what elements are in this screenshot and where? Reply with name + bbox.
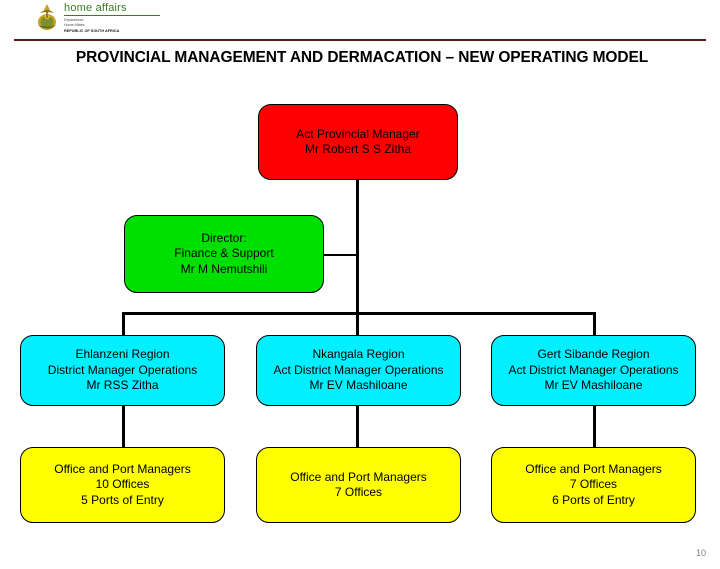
org-node-line: 7 Offices: [569, 477, 618, 492]
connector-trunk-vertical: [356, 179, 359, 314]
org-node-line: Office and Port Managers: [290, 469, 427, 484]
logo-wordmark-rule: [64, 15, 160, 16]
department-logo: home affairs Department: Home Affairs RE…: [34, 1, 204, 34]
logo-sub-line-2: Home Affairs: [64, 23, 85, 28]
header-divider-rule: [14, 39, 706, 41]
org-node-line: Act District Manager Operations: [273, 362, 444, 377]
org-node-provincial-manager[interactable]: Act Provincial Manager Mr Robert S S Zit…: [258, 104, 458, 180]
org-node-line: Mr EV Mashiloane: [544, 378, 643, 393]
page-number: 10: [695, 548, 706, 558]
connector-nkangala-to-offices: [356, 406, 359, 447]
org-node-line: Finance & Support: [174, 246, 274, 261]
org-node-nkangala-offices[interactable]: Office and Port Managers 7 Offices: [256, 447, 461, 523]
org-node-line: Act Provincial Manager: [296, 126, 420, 141]
org-node-gert-sibande-region[interactable]: Gert Sibande Region Act District Manager…: [491, 335, 696, 406]
connector-drop-ehlanzeni: [122, 312, 125, 336]
org-node-gert-sibande-offices[interactable]: Office and Port Managers 7 Offices 6 Por…: [491, 447, 696, 523]
org-node-line: Director:: [201, 230, 247, 245]
logo-sub-line-1: Department:: [64, 17, 84, 22]
org-node-ehlanzeni-region[interactable]: Ehlanzeni Region District Manager Operat…: [20, 335, 225, 406]
org-node-director-finance-support[interactable]: Director: Finance & Support Mr M Nemutsh…: [124, 215, 324, 293]
org-node-line: 5 Ports of Entry: [81, 492, 164, 507]
connector-drop-gert-sibande: [593, 312, 596, 336]
org-node-line: Gert Sibande Region: [537, 347, 650, 362]
org-node-line: Nkangala Region: [312, 347, 405, 362]
org-node-line: Act District Manager Operations: [508, 362, 679, 377]
org-node-line: Mr Robert S S Zitha: [304, 142, 412, 156]
org-node-line: Office and Port Managers: [525, 461, 662, 476]
org-node-line: 7 Offices: [334, 485, 383, 499]
connector-drop-nkangala: [356, 312, 359, 336]
logo-sub-line-3: REPUBLIC OF SOUTH AFRICA: [64, 29, 204, 33]
org-node-line: 10 Offices: [95, 477, 150, 492]
org-node-ehlanzeni-offices[interactable]: Office and Port Managers 10 Offices 5 Po…: [20, 447, 225, 523]
org-node-line: Mr EV Mashiloane: [309, 378, 408, 393]
org-node-line: Ehlanzeni Region: [75, 347, 170, 362]
org-node-nkangala-region[interactable]: Nkangala Region Act District Manager Ope…: [256, 335, 461, 406]
connector-gert-sibande-to-offices: [593, 406, 596, 447]
page-title: PROVINCIAL MANAGEMENT AND DERMACATION – …: [75, 49, 649, 66]
org-node-line: District Manager Operations: [47, 362, 198, 377]
org-node-line: Mr M Nemutshili: [180, 261, 268, 276]
logo-sub-line-3-text: REPUBLIC OF SOUTH AFRICA: [64, 29, 120, 34]
connector-ehlanzeni-to-offices: [122, 406, 125, 447]
logo-wordmark: home affairs Department: Home Affairs RE…: [64, 2, 204, 34]
org-node-line: Office and Port Managers: [54, 461, 191, 476]
connector-region-bus: [122, 312, 596, 315]
logo-wordmark-main: home affairs: [64, 2, 127, 14]
coat-of-arms-icon: [38, 4, 56, 30]
connector-director-horizontal: [324, 254, 358, 256]
org-node-line: 6 Ports of Entry: [552, 492, 635, 507]
org-node-line: Mr RSS Zitha: [86, 378, 159, 393]
